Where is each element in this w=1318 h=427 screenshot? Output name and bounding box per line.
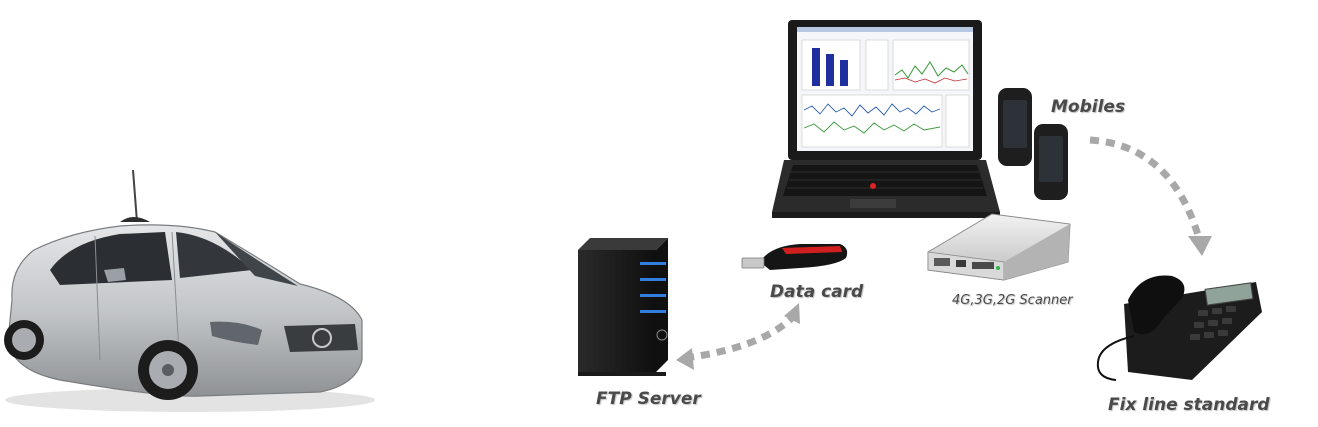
scanner-icon (927, 213, 1071, 281)
desk-phone-icon (1096, 275, 1262, 381)
car-icon (4, 169, 375, 412)
fix-line-label: Fix line standard (1108, 395, 1270, 415)
ftp-server-icon (578, 238, 668, 376)
dashed-arrow-ftp-datacard (676, 303, 800, 370)
data-card-icon (741, 244, 848, 270)
laptop-icon (772, 20, 1000, 218)
mobiles-label: Mobiles (1051, 97, 1126, 117)
data-card-label: Data card (770, 282, 864, 302)
mobile-phone-icon (998, 88, 1068, 200)
scanner-label: 4G,3G,2G Scanner (952, 293, 1073, 308)
ftp-server-label: FTP Server (596, 389, 701, 409)
dashed-arrow-mobiles-fixline (1089, 136, 1212, 256)
